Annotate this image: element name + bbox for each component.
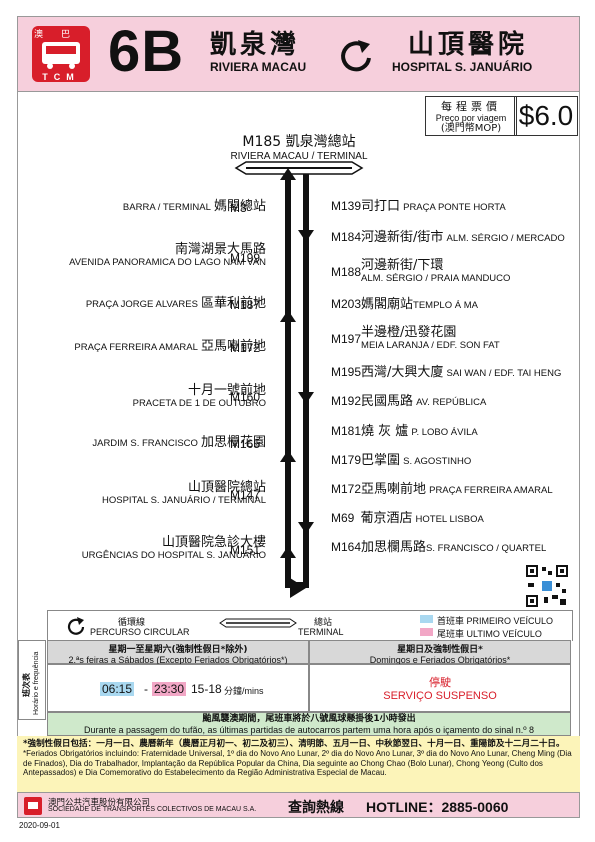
holiday-schedule: 停駛 SERVIÇO SUSPENSO	[309, 664, 571, 712]
down-arrow-icon	[298, 230, 314, 242]
fare-label-box: 每程票價 Preço por viagem (澳門幣MOP)	[425, 96, 517, 136]
terminal-symbol-icon	[219, 618, 297, 628]
stop-m181: M181燒 灰 爐 P. LOBO ÁVILA	[331, 424, 478, 439]
tcm-logo-icon	[32, 26, 90, 82]
company-zh: 澳門公共汽車股份有限公司	[48, 798, 151, 808]
legend-last: 尾班車 ULTIMO VEÍCULO	[437, 629, 542, 639]
stop-code: M172	[230, 341, 261, 355]
stop-m195: M195西灣/大興大廈 SAI WAN / EDF. TAI HENG	[331, 365, 562, 380]
origin-pt: RIVIERA MACAU	[210, 60, 307, 74]
stop-m172-left: PRAÇA FERREIRA AMARAL 亞馬喇前地	[74, 339, 266, 354]
fare-label-zh: 每程票價	[441, 100, 501, 113]
holiday-notes: *強制性假日包括：一月一日、農曆新年（農曆正月初一、初二及初三）、清明節、五月一…	[17, 736, 580, 792]
company-pt: SOCIEDADE DE TRANSPORTES COLECTIVOS DE M…	[48, 806, 257, 813]
stop-m187: PRAÇA JORGE ALVARES 區華利前地	[85, 296, 266, 311]
weekday-schedule: 06:15 - 23:30 15-18 分鐘/mins	[47, 664, 309, 712]
hotline-zh: 查詢熱線	[288, 800, 344, 816]
footer: 澳門公共汽車股份有限公司 SOCIEDADE DE TRANSPORTES CO…	[17, 792, 580, 818]
fare-label-pt: Preço por viagem	[435, 113, 507, 123]
stop-m203: M203媽閣廟站TEMPLO Á MA	[331, 297, 478, 312]
circular-route-icon	[341, 40, 371, 72]
hotline: HOTLINE：2885-0060	[366, 799, 509, 815]
stop-code: M3	[230, 201, 247, 215]
stop-m179: M179巴掌圍 S. AGOSTINHO	[331, 453, 472, 468]
origin-zh: 凱泉灣	[210, 30, 301, 60]
stop-m192: M192民國馬路 AV. REPÚBLICA	[331, 394, 487, 409]
frequency: 15-18	[191, 682, 222, 696]
terminal-pt: RIVIERA MACAU / TERMINAL	[230, 151, 368, 162]
up-arrow-icon	[280, 168, 296, 180]
schedule-side-pt: Horário e frequência	[33, 651, 40, 715]
logo-text: 澳巴	[33, 30, 88, 40]
stop-m3: BARRA / TERMINAL 媽閣總站	[122, 199, 266, 214]
stop-m164: M164加思欄馬路S. FRANCISCO / QUARTEL	[331, 540, 547, 555]
legend-circular-pt: PERCURSO CIRCULAR	[90, 627, 190, 637]
destination-label: 山頂醫院 HOSPITAL S. JANUÁRIO	[392, 30, 532, 75]
weekday-header: 星期一至星期六(強制性假日*除外) 2.ªs feiras a Sábados …	[47, 640, 309, 665]
typhoon-note: 颱風襲澳期間，尾班車將於八號風球懸掛後1小時發出 Durante a passa…	[47, 712, 571, 736]
stop-m172-right: M172亞馬喇前地 PRAÇA FERREIRA AMARAL	[331, 482, 553, 497]
holiday-header: 星期日及強制性假日* Domingos e Feriados Obrigatór…	[309, 640, 571, 665]
first-bus-swatch	[420, 615, 433, 623]
print-date: 2020-09-01	[19, 821, 60, 830]
route-number: 6B	[108, 19, 185, 84]
terminal-stop: M185 凱泉灣總站 RIVIERA MACAU / TERMINAL	[224, 131, 374, 162]
stop-m165: JARDIM S. FRANCISCO 加思欄花園	[92, 435, 266, 450]
stop-code: M151	[230, 543, 261, 557]
legend: 循環線 PERCURSO CIRCULAR 總站 TERMINAL 首班車 PR…	[47, 610, 573, 641]
circular-route-icon	[67, 617, 85, 635]
fare-value: $6.0	[514, 96, 578, 136]
fare-currency: (澳門幣MOP)	[440, 123, 502, 134]
logo-sub: TCM	[42, 72, 80, 82]
destination-zh: 山頂醫院	[408, 30, 529, 60]
stop-code: M160	[230, 390, 261, 404]
stop-code: M147	[230, 488, 261, 502]
holiday-notes-zh: *強制性假日包括：一月一日、農曆新年（農曆正月初一、初二及初三）、清明節、五月一…	[23, 739, 565, 749]
schedule-side-zh: 班次表	[22, 673, 31, 697]
route-diagram	[234, 161, 364, 598]
holiday-notes-pt: *Feriados Obrigatórios incluindo: Frater…	[23, 749, 572, 777]
suspended-zh: 停駛	[429, 676, 451, 689]
frequency-unit: 分鐘/mins	[224, 686, 264, 696]
terminal-symbol-icon	[234, 161, 364, 175]
destination-pt: HOSPITAL S. JANUÁRIO	[392, 60, 533, 74]
schedule-side-label: 班次表 Horário e frequência	[18, 640, 46, 720]
stop-m69: M69 葡京酒店 HOTEL LISBOA	[331, 511, 484, 526]
legend-terminal-zh: 總站	[314, 618, 333, 628]
qr-code-icon	[524, 563, 570, 609]
stop-code: M165	[230, 437, 261, 451]
legend-first: 首班車 PRIMEIRO VEÍCULO	[437, 616, 554, 626]
stop-code: M199	[230, 251, 261, 265]
stop-m139: M139司打口 PRAÇA PONTE HORTA	[331, 199, 506, 214]
stop-m184: M184河邊新街/街市 ALM. SÉRGIO / MERCADO	[331, 230, 565, 245]
terminal-code-zh: M185 凱泉灣總站	[242, 134, 356, 150]
stop-code: M187	[230, 298, 261, 312]
legend-terminal-pt: TERMINAL	[298, 627, 344, 637]
tcm-logo-icon	[24, 797, 42, 815]
last-time: 23:30	[152, 682, 187, 696]
route-header	[17, 16, 580, 92]
first-time: 06:15	[100, 682, 135, 696]
last-bus-swatch	[420, 628, 433, 636]
legend-circular-zh: 循環線	[118, 618, 146, 628]
origin-label: 凱泉灣 RIVIERA MACAU	[210, 30, 306, 75]
suspended-pt: SERVIÇO SUSPENSO	[383, 690, 497, 702]
